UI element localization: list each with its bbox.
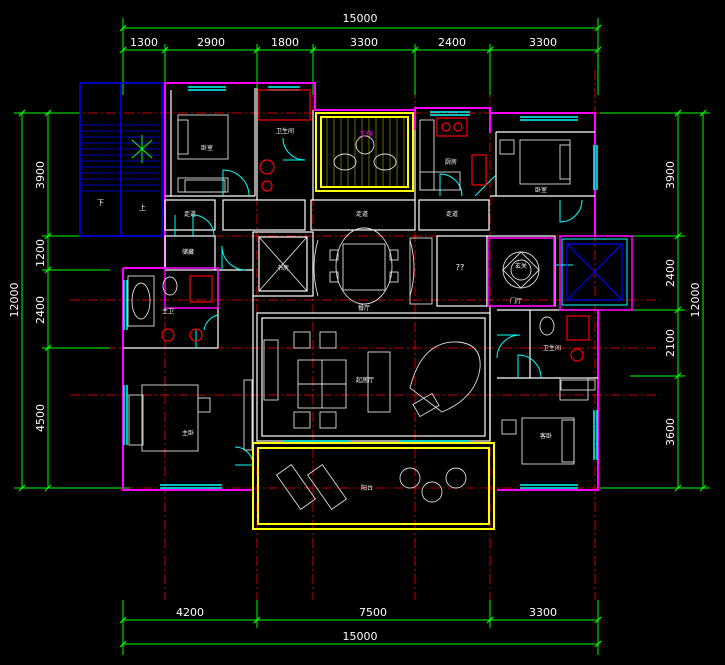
windows [123, 86, 598, 489]
furniture [127, 114, 596, 510]
elevator [566, 243, 623, 301]
dim-bottom-2: 7500 [359, 606, 387, 619]
label-kitchen: 厨房 [445, 158, 457, 166]
red-fixtures [161, 89, 590, 362]
label-storage: 储藏 [182, 248, 194, 256]
dim-top-3: 1800 [271, 36, 299, 49]
dim-right-total: 12000 [689, 283, 702, 318]
label-corridor-3: 走道 [446, 210, 458, 218]
label-corridor-2: 走道 [356, 210, 368, 218]
label-study-mid: 书房 [277, 264, 289, 272]
dimension-lines [14, 18, 710, 655]
stair-up-label: 上 [139, 203, 146, 212]
dim-left-2: 1200 [34, 239, 47, 267]
label-guest-bath: 卫生间 [543, 344, 561, 352]
dim-left-3: 2400 [34, 296, 47, 324]
doors [174, 137, 583, 466]
dim-left-4: 4500 [34, 404, 47, 432]
label-unknown: ?? [456, 263, 465, 272]
dim-top-2: 2900 [197, 36, 225, 49]
dim-left-total: 12000 [8, 283, 21, 318]
label-bedroom-ne: 卧室 [535, 186, 547, 194]
label-master-bedroom: 主卧 [182, 429, 194, 437]
dim-right-4: 3600 [664, 418, 677, 446]
label-bath-north: 卫生间 [276, 127, 294, 135]
balcony-floor-hatch [326, 118, 405, 186]
dim-bottom-3: 3300 [529, 606, 557, 619]
balconies [252, 112, 495, 530]
exterior-walls [122, 82, 599, 491]
label-balcony: 阳台 [361, 484, 373, 492]
dim-right-2: 2400 [664, 259, 677, 287]
label-dining: 餐厅 [358, 304, 370, 312]
label-study-north: 工作 [359, 129, 373, 138]
label-master-bath: 主卫 [162, 307, 174, 315]
elevator-frame [561, 238, 628, 306]
zone-outlines [164, 235, 633, 311]
room-labels: 卧室 卫生间 工作 厨房 卧室 走道 走道 走道 储藏 书房 餐厅 ?? 玄关 … [162, 127, 561, 492]
dim-right-1: 3900 [664, 161, 677, 189]
dim-right-3: 2100 [664, 329, 677, 357]
label-corridor-1: 走道 [184, 210, 196, 218]
dimension-ticks [18, 24, 707, 648]
label-foyer: 门厅 [510, 297, 522, 305]
label-bedroom-nw: 卧室 [201, 144, 213, 152]
axis-lines [70, 70, 660, 600]
label-guest-bedroom: 客卧 [540, 432, 552, 440]
dim-top-total: 15000 [343, 12, 378, 25]
dimension-labels: 15000 1300 2900 1800 3300 2400 3300 4200… [8, 12, 702, 643]
dim-top-5: 2400 [438, 36, 466, 49]
dim-top-6: 3300 [529, 36, 557, 49]
dim-top-4: 3300 [350, 36, 378, 49]
stair-down-label: 下 [97, 199, 104, 207]
label-entry: 玄关 [515, 262, 527, 270]
dim-bottom-1: 4200 [176, 606, 204, 619]
dim-top-1: 1300 [130, 36, 158, 49]
label-living: 起居厅 [356, 376, 374, 384]
stairwell [79, 82, 163, 237]
dim-left-1: 3900 [34, 161, 47, 189]
dim-bottom-total: 15000 [343, 630, 378, 643]
interior-walls [123, 88, 598, 490]
